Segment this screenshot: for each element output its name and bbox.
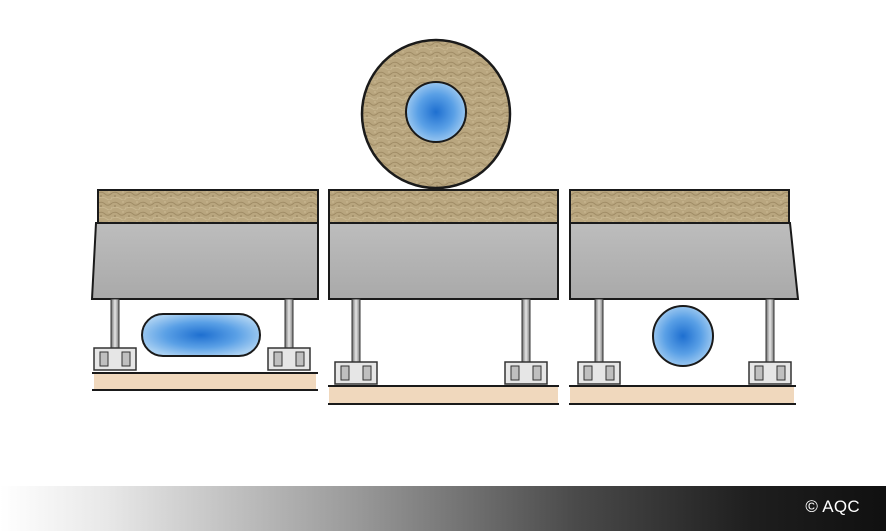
support-foot: [334, 361, 378, 385]
support-foot: [748, 361, 792, 385]
concrete-slab: [569, 222, 800, 300]
panel-middle: [328, 38, 559, 405]
support-post: [765, 298, 775, 366]
support-foot: [504, 361, 548, 385]
insulation-layer: [569, 189, 790, 224]
support-post: [351, 298, 361, 366]
round-pipe: [652, 305, 714, 367]
insulated-pipe-on-top: [360, 38, 512, 190]
concrete-slab: [328, 222, 559, 300]
support-post: [594, 298, 604, 366]
support-foot: [267, 347, 311, 371]
insulation-layer: [97, 189, 319, 224]
support-foot: [577, 361, 621, 385]
support-foot: [93, 347, 137, 371]
floor-plank: [329, 387, 558, 403]
oval-pipe: [141, 313, 261, 357]
floor-plank: [570, 387, 794, 403]
copyright-label: © AQC: [805, 497, 860, 516]
panel-right: [569, 189, 800, 405]
support-post: [521, 298, 531, 366]
footer-gradient-bar: [0, 486, 886, 531]
concrete-slab: [90, 222, 319, 300]
insulation-layer: [328, 189, 559, 224]
floor-plank: [94, 374, 316, 389]
panel-left: [90, 189, 319, 391]
